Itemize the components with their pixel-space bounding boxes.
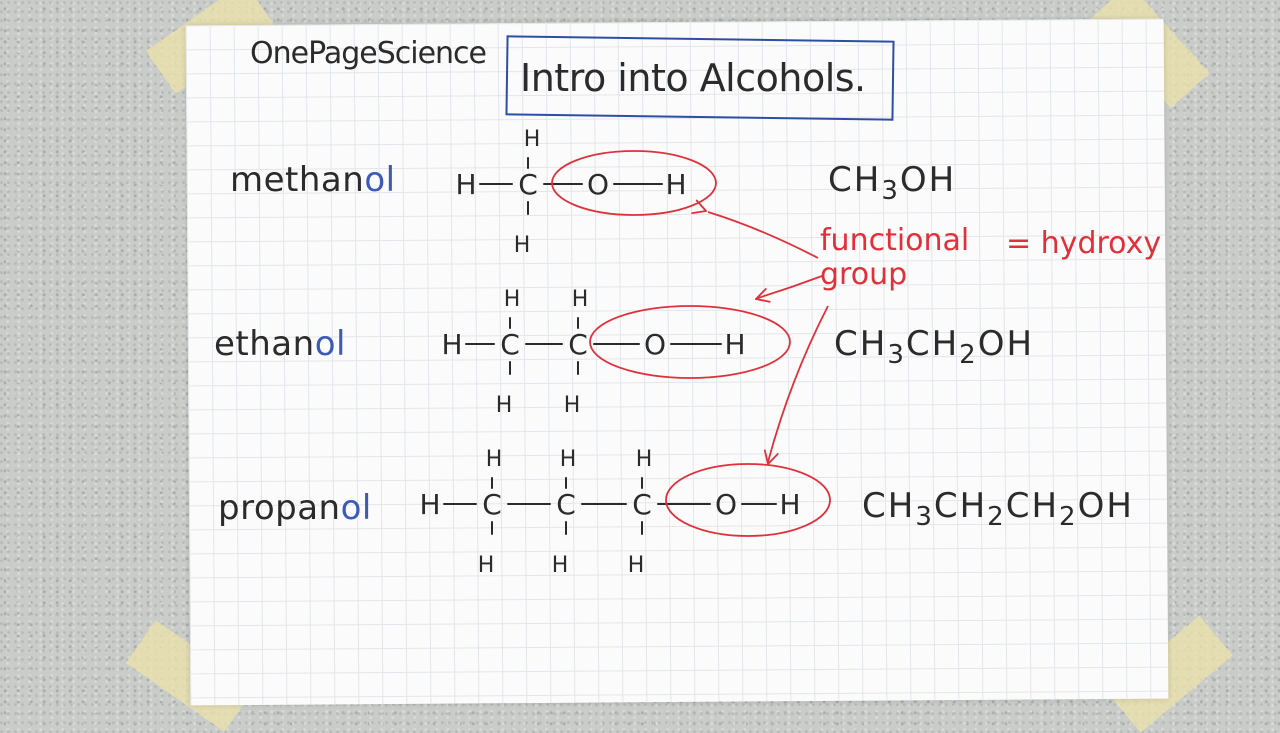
formula-part: OH	[977, 324, 1035, 364]
arrow-to-propanol-oh	[767, 305, 829, 463]
arrow-to-methanol-oh-head	[695, 199, 707, 212]
arrow-to-propanol-oh-head	[763, 449, 769, 465]
atom-hydrogen: H	[478, 553, 495, 578]
annotation-line-1: functional	[820, 223, 970, 258]
brand-label: OnePageScience	[250, 36, 487, 71]
atom-hydrogen: H	[724, 328, 745, 361]
atom-hydrogen: H	[560, 447, 577, 472]
atom-carbon: C	[568, 328, 588, 361]
atom-hydrogen: H	[441, 328, 462, 361]
atom-carbon: C	[500, 328, 520, 361]
atom-hydrogen: H	[564, 393, 581, 418]
arrow-to-methanol-oh-head	[691, 210, 707, 215]
hydroxy-circle	[665, 463, 831, 537]
atom-oxygen: O	[644, 328, 666, 361]
name-stem: propan	[218, 488, 341, 528]
name-suffix: ol	[314, 324, 346, 364]
formula-subscript: 3	[887, 340, 906, 370]
atom-hydrogen: H	[455, 168, 476, 201]
atom-hydrogen: H	[486, 447, 503, 472]
atom-hydrogen: H	[779, 488, 800, 521]
formula-part: OH	[1077, 486, 1134, 526]
formula-propanol: CH3CH2CH2OH	[862, 486, 1134, 532]
hydroxy-label: = hydroxy	[1006, 226, 1162, 261]
name-suffix: ol	[340, 488, 372, 528]
formula-part: OH	[899, 160, 957, 200]
formula-part: CH	[834, 324, 888, 364]
formula-subscript: 2	[959, 340, 978, 370]
atom-carbon: C	[632, 488, 652, 521]
annotation-line-2: group	[820, 257, 908, 292]
atom-carbon: C	[518, 168, 538, 201]
name-stem: methan	[230, 160, 365, 200]
formula-part: CH	[862, 486, 916, 526]
formula-part: CH	[1005, 486, 1060, 526]
atom-hydrogen: H	[504, 287, 521, 312]
arrow-to-ethanol-oh-head	[755, 288, 767, 300]
atom-carbon: C	[482, 488, 502, 521]
alcohol-name-propanol: propanol	[218, 488, 372, 528]
hydroxy-circle	[589, 305, 791, 379]
arrow-to-methanol-oh	[707, 211, 819, 259]
atom-oxygen: O	[715, 488, 737, 521]
page-title: Intro into Alcohols.	[520, 56, 866, 100]
formula-subscript: 2	[987, 502, 1006, 532]
formula-subscript: 3	[881, 176, 900, 206]
atom-hydrogen: H	[665, 168, 686, 201]
atom-carbon: C	[556, 488, 576, 521]
arrow-to-ethanol-oh	[757, 275, 823, 299]
formula-ethanol: CH3CH2OH	[834, 324, 1034, 370]
formula-part: CH	[933, 486, 988, 526]
formula-subscript: 3	[915, 502, 934, 532]
atom-hydrogen: H	[628, 553, 645, 578]
atom-hydrogen: H	[572, 287, 589, 312]
formula-subscript: 2	[1059, 502, 1078, 532]
atom-hydrogen: H	[419, 488, 440, 521]
atom-hydrogen: H	[496, 393, 513, 418]
alcohol-name-ethanol: ethanol	[214, 324, 346, 364]
atom-hydrogen: H	[514, 233, 531, 258]
atom-hydrogen: H	[552, 553, 569, 578]
arrow-to-propanol-oh-head	[767, 453, 779, 465]
atom-hydrogen: H	[636, 447, 653, 472]
arrow-to-ethanol-oh-head	[755, 298, 771, 303]
hydroxy-circle	[551, 150, 717, 216]
alcohol-name-methanol: methanol	[230, 160, 396, 200]
name-suffix: ol	[364, 160, 396, 200]
atom-hydrogen: H	[524, 127, 541, 152]
formula-part: CH	[905, 324, 960, 364]
atom-oxygen: O	[587, 168, 609, 201]
formula-methanol: CH3OH	[828, 160, 956, 206]
formula-part: CH	[828, 160, 882, 200]
name-stem: ethan	[214, 324, 315, 364]
